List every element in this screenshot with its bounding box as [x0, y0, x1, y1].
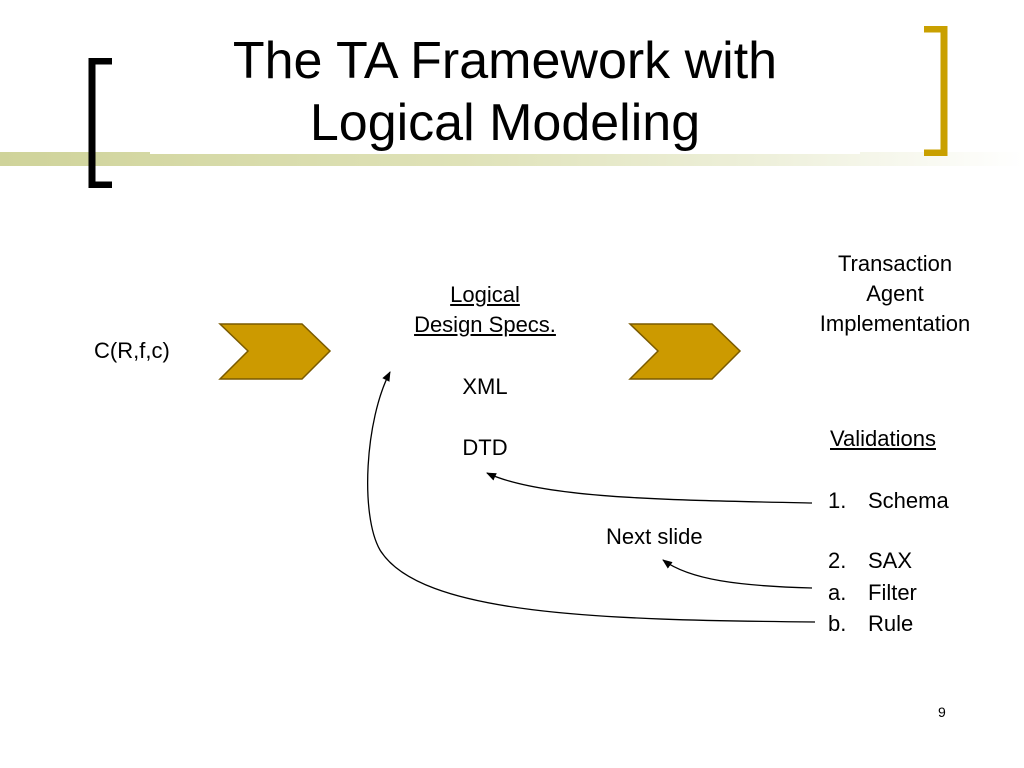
validation-item: b. Rule	[828, 609, 913, 639]
right-bracket	[924, 26, 948, 156]
validation-item: 2. SAX	[828, 546, 912, 576]
title-line-1: The TA Framework with	[232, 32, 778, 90]
logical-design-specs: Logical Design Specs.	[390, 280, 580, 340]
validation-item: a. Filter	[828, 578, 917, 608]
next-slide-label: Next slide	[606, 524, 703, 549]
validations-heading: Validations	[830, 426, 936, 451]
ta-line-1: Transaction	[837, 251, 953, 276]
validation-marker: b.	[828, 611, 847, 636]
logical-line-1: Logical	[450, 282, 520, 307]
dtd-label: DTD	[462, 435, 508, 460]
validation-label: Filter	[868, 580, 917, 605]
logical-line-2: Design Specs.	[414, 312, 556, 337]
arrow-rule-to-logical-design	[367, 371, 816, 623]
title-line-2: Logical Modeling	[309, 94, 701, 152]
page-number: 9	[938, 704, 946, 720]
transaction-agent-implementation: Transaction Agent Implementation	[800, 249, 990, 339]
slide-title: The TA Framework with Logical Modeling	[150, 30, 860, 154]
chevron-arrow-2	[628, 323, 742, 380]
ta-line-3: Implementation	[819, 311, 971, 336]
validation-label: SAX	[868, 548, 913, 573]
ta-line-2: Agent	[866, 281, 924, 306]
arrow-sax-to-next-slide	[662, 559, 813, 589]
chevron-arrow-1	[218, 323, 332, 380]
validation-item: 1. Schema	[828, 486, 949, 516]
validation-marker: a.	[828, 580, 847, 605]
validation-label: Rule	[868, 611, 914, 636]
left-bracket	[88, 58, 112, 188]
input-label: C(R,f,c)	[94, 338, 170, 363]
arrow-schema-to-dtd	[486, 472, 813, 504]
xml-label: XML	[462, 374, 508, 399]
validation-marker: 2.	[828, 548, 847, 573]
title-accent-bar	[0, 152, 1024, 166]
validation-label: Schema	[868, 488, 949, 513]
validation-marker: 1.	[828, 488, 847, 513]
